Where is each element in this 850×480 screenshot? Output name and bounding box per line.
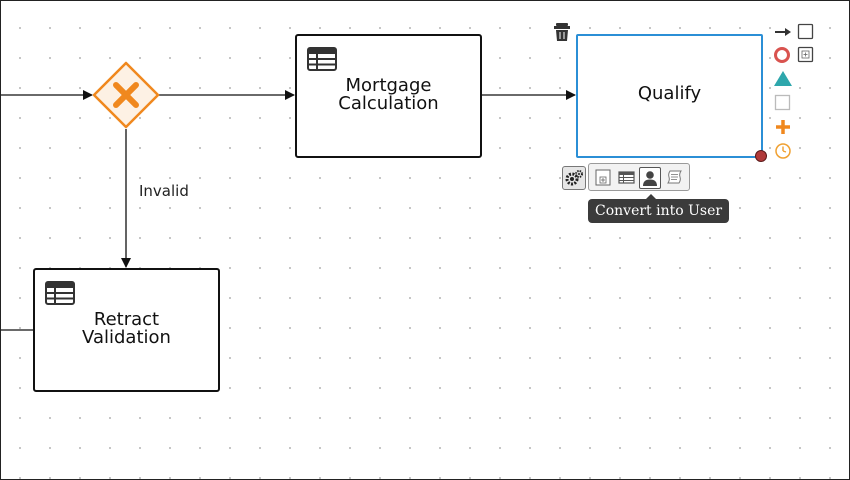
sequence-flow-icon[interactable]: [774, 25, 792, 39]
script-task-icon: [667, 170, 682, 184]
annotation-icon[interactable]: [774, 94, 792, 112]
tooltip: Convert into User: [588, 199, 730, 223]
end-event-icon[interactable]: [773, 46, 791, 64]
task-retract-validation[interactable]: Retract Validation: [33, 268, 220, 392]
timer-event-icon[interactable]: [774, 142, 792, 160]
business-rule-task-option[interactable]: [616, 167, 638, 189]
gears-icon: [565, 170, 583, 186]
morph-gear-button[interactable]: [562, 166, 586, 190]
task-icon[interactable]: [797, 23, 815, 41]
business-rule-task-icon: [618, 171, 635, 184]
delete-icon[interactable]: [553, 22, 571, 42]
reusable-subprocess-icon: [595, 169, 611, 186]
business-rule-task-icon: [45, 281, 75, 305]
tooltip-arrow: [646, 194, 656, 199]
task-label: Retract Validation: [82, 309, 171, 348]
task-mortgage-calculation[interactable]: Mortgage Calculation: [295, 34, 482, 158]
business-rule-task-icon: [307, 47, 337, 71]
user-task-icon: [643, 171, 657, 186]
edge-label-invalid: Invalid: [139, 182, 189, 200]
x-marker-icon: [113, 82, 139, 108]
task-label: Mortgage Calculation: [338, 75, 439, 114]
connector-handle[interactable]: [754, 149, 768, 163]
exclusive-gateway[interactable]: [92, 61, 160, 129]
user-task-option[interactable]: [639, 167, 661, 189]
script-task-option[interactable]: [664, 167, 686, 189]
morph-toolbar: [588, 163, 690, 191]
parallel-gateway-icon[interactable]: [774, 118, 792, 136]
task-label: Qualify: [637, 83, 702, 104]
task-qualify[interactable]: Qualify: [576, 34, 763, 158]
subprocess-icon[interactable]: [797, 46, 815, 64]
reusable-subprocess-option[interactable]: [592, 167, 614, 189]
start-event-icon[interactable]: [773, 70, 793, 88]
